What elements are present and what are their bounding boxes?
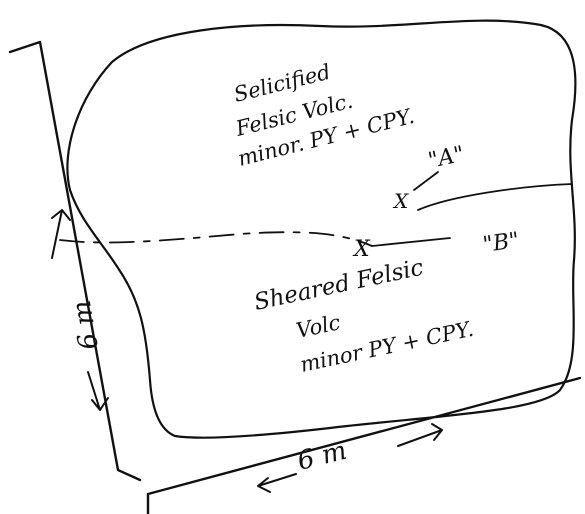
contact-line-segment bbox=[418, 184, 572, 210]
vertical-scale-label: 6 m bbox=[67, 298, 105, 352]
horizontal-scale-arrow-left-icon bbox=[258, 474, 296, 492]
point-a-label: "A" bbox=[426, 142, 467, 174]
horizontal-scale-line bbox=[148, 378, 580, 514]
lower-unit-line1: Sheared Felsic bbox=[252, 255, 426, 316]
horizontal-scale-label: 6 m bbox=[294, 436, 349, 477]
vertical-scale-arrow-down-icon bbox=[88, 372, 108, 410]
point-b-label: "B" bbox=[481, 228, 521, 258]
horizontal-scale-arrow-right-icon bbox=[398, 424, 442, 446]
lower-unit-line2: Volc bbox=[294, 310, 343, 343]
unit-contact-line bbox=[60, 232, 372, 246]
point-b-mark: X bbox=[352, 237, 371, 262]
point-b-leader bbox=[372, 238, 450, 246]
point-a-leader bbox=[414, 172, 438, 190]
point-a-mark: X bbox=[392, 189, 409, 213]
vertical-scale-arrow-up-icon bbox=[52, 210, 70, 258]
vertical-scale-line bbox=[10, 42, 140, 480]
